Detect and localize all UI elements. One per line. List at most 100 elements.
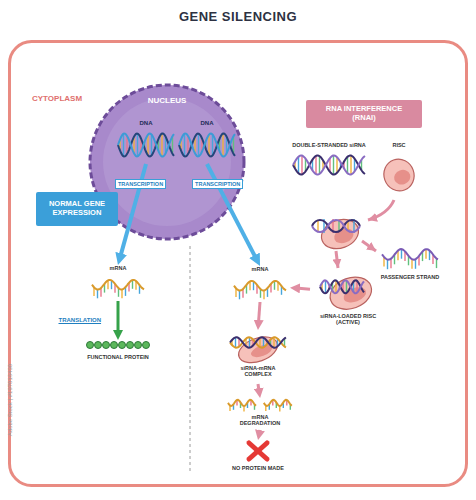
- edge-label: TRANSLATION: [59, 317, 102, 324]
- helix-strand: [312, 220, 360, 232]
- protein-chain: FUNCTIONAL PROTEIN: [78, 340, 158, 370]
- base-tick: [97, 290, 98, 299]
- helix-rung: [235, 337, 236, 347]
- connector-arrow: [296, 288, 310, 289]
- section-box: RNA INTERFERENCE (RNAI): [306, 100, 422, 128]
- section-box: NORMAL GENE EXPRESSION: [36, 192, 118, 226]
- helix-rung: [151, 135, 152, 156]
- passenger-strand: PASSENGER STRAND: [368, 246, 452, 286]
- helix-rung: [298, 157, 299, 174]
- helix-rung: [208, 135, 209, 156]
- base-tick: [387, 260, 388, 270]
- helix-strand: [118, 134, 174, 157]
- edge-label: TRANSCRIPTION: [115, 179, 166, 190]
- cell-membrane: [10, 42, 467, 486]
- risc-blob: [379, 155, 418, 195]
- box-fill: [36, 192, 118, 226]
- rna-strand: [382, 249, 438, 260]
- risc-shape: [381, 154, 417, 196]
- cross-stroke: [249, 443, 267, 459]
- sirna-helix: DOUBLE-STRANDED siRNA: [283, 142, 375, 180]
- connector-arrow: [258, 302, 260, 324]
- dna-shape: [179, 132, 235, 158]
- base-tick: [401, 249, 402, 259]
- helix-rung: [161, 134, 162, 157]
- helix-rung: [336, 157, 337, 173]
- process-arrow: [368, 200, 394, 220]
- helix-rung: [249, 337, 250, 347]
- helix-strand: [312, 220, 360, 232]
- cross-stroke: [249, 443, 267, 459]
- helix-rung: [137, 134, 138, 157]
- passenger-shape: [382, 246, 438, 270]
- risc-blob-core: [342, 285, 369, 306]
- base-tick: [263, 291, 264, 300]
- rna-strand: [228, 400, 256, 406]
- rna-strand: [92, 280, 144, 290]
- node-label: RNA INTERFERENCE (RNAI): [318, 105, 410, 122]
- helix-rung: [338, 221, 339, 231]
- no-protein-mark: NO PROTEIN MADE: [214, 440, 302, 476]
- base-tick: [425, 249, 426, 259]
- dna-shape: [118, 132, 174, 158]
- helix-strand: [320, 280, 364, 293]
- protein-shape: [86, 340, 150, 350]
- process-arrow: [336, 251, 338, 268]
- node-label: siRNA-LOADED RISC (ACTIVE): [310, 313, 386, 326]
- amino-acid-bead: [127, 342, 134, 349]
- active-risc: siRNA-LOADED RISC (ACTIVE): [310, 270, 386, 334]
- dsrna-shape: [293, 154, 365, 176]
- helix-strand: [320, 280, 364, 293]
- amino-acid-bead: [95, 342, 102, 349]
- sirna-mrna-complex: siRNA-mRNA COMPLEX: [220, 330, 296, 384]
- helix-rung: [315, 156, 316, 174]
- mrna-strand: mRNA: [230, 266, 290, 302]
- rna-strand: [264, 400, 292, 406]
- node-label: DOUBLE-STRANDED siRNA: [283, 142, 375, 148]
- diagram-title: GENE SILENCING: [0, 9, 476, 24]
- helix-strand: [293, 156, 365, 175]
- amino-acid-bead: [135, 342, 142, 349]
- helix-rung: [347, 157, 348, 173]
- node-label: NO PROTEIN MADE: [214, 465, 302, 471]
- helix-rung: [198, 134, 199, 157]
- base-tick: [239, 291, 240, 300]
- mrna-shape: [234, 278, 286, 300]
- degr-shape: [228, 398, 292, 412]
- helix-rung: [325, 280, 326, 293]
- node-label: NORMAL GENE EXPRESSION: [40, 200, 114, 217]
- connector-arrow: [258, 430, 262, 434]
- mrna-strand: mRNA: [88, 265, 148, 301]
- active-shape: [320, 270, 376, 310]
- complex-shape: [230, 330, 286, 362]
- risc-complex: RISC: [378, 142, 420, 198]
- node-label: mRNA: [88, 265, 148, 271]
- helix-strand: [118, 134, 174, 157]
- risc-blob-core: [332, 226, 356, 246]
- amino-acid-bead: [111, 342, 118, 349]
- helix-rung: [222, 134, 223, 157]
- base-tick: [415, 259, 416, 269]
- node-label: FUNCTIONAL PROTEIN: [78, 354, 158, 360]
- edge-label: TRANSCRIPTION: [192, 179, 243, 190]
- dna-helix: DNA: [178, 120, 236, 164]
- helix-strand: [179, 134, 235, 157]
- helix-rung: [184, 134, 185, 156]
- helix-rung: [123, 134, 124, 156]
- helix-rung: [333, 156, 334, 175]
- helix-rung: [273, 337, 274, 347]
- base-tick: [121, 290, 122, 299]
- nucleus-inner: [103, 98, 231, 226]
- node-label: mRNA: [230, 266, 290, 272]
- mrna-fragments: mRNA DEGRADATION: [218, 398, 302, 430]
- helix-rung: [319, 156, 320, 174]
- helix-strand: [179, 134, 235, 157]
- watermark-text: Adobe Stock | #197016430: [6, 325, 14, 475]
- divider-line: [190, 246, 191, 474]
- cell-outline: CYTOPLASMNUCLEUSDNADNANORMAL GENE EXPRES…: [8, 40, 468, 487]
- helix-rung: [147, 135, 148, 156]
- amino-acid-bead: [87, 342, 94, 349]
